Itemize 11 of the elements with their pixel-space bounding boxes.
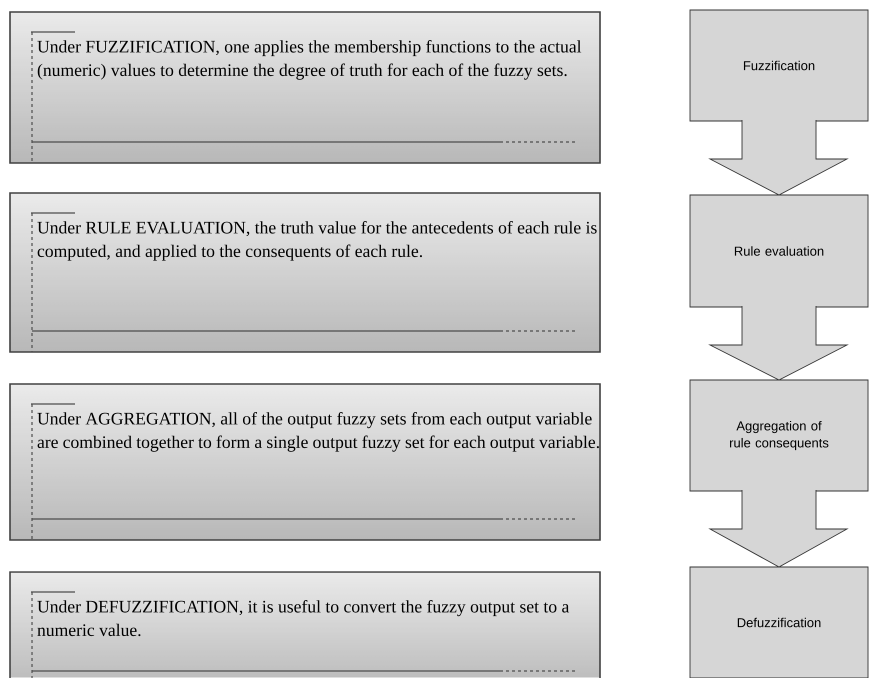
step-box: Defuzzification	[690, 566, 868, 678]
description-box: Under RULE EVALUATION, the truth value for the antecedents of each rule is computed, and applied to the consequents of each rule.	[9, 192, 601, 353]
block-arrow	[708, 120, 849, 196]
step-box: Fuzzification	[690, 10, 868, 122]
description-box: Under DEFUZZIFICATION, it is useful to convert the fuzzy output set to a numeric value.	[9, 571, 601, 678]
step-box: Aggregation of rule consequents	[690, 380, 868, 492]
block-arrow	[708, 490, 849, 568]
description-box: Under AGGREGATION, all of the output fuzzy sets from each output variable are combined together to form a single output fuzzy set for each output variable.	[9, 383, 601, 541]
description-box: Under FUZZIFICATION, one applies the membership functions to the actual (numeric) values to determine the degree of truth for each of the fuzzy sets.	[9, 11, 601, 164]
step-box: Rule evaluation	[690, 194, 868, 308]
block-arrow	[708, 306, 849, 381]
